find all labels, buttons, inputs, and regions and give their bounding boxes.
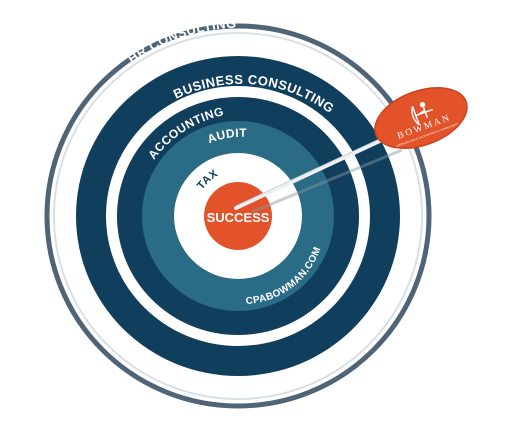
bowman-logo-paddle: BOWMAN CERTIFIED PUBLIC ACCOUNTANTS & CO…	[374, 87, 468, 149]
bullseye-label: SUCCESS	[207, 210, 270, 225]
arrow-shadow	[251, 148, 403, 214]
archer-icon	[411, 101, 434, 126]
arrow-shaft-edge	[235, 135, 387, 207]
arrow-shaft	[234, 136, 388, 210]
